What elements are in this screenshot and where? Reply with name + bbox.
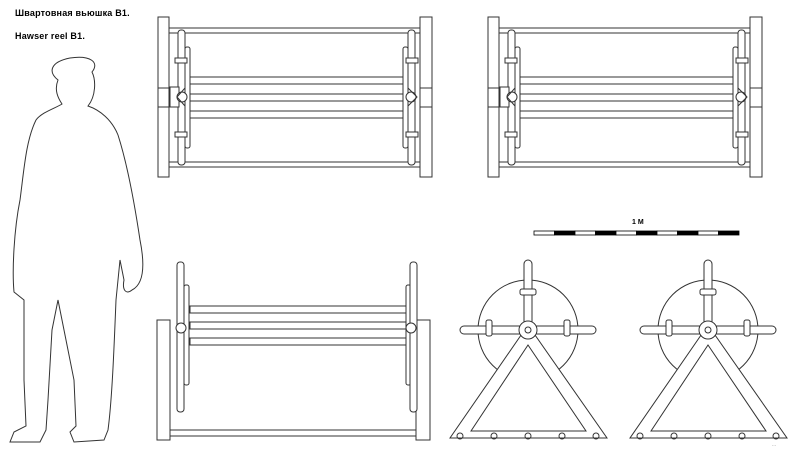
scale-bar-segment xyxy=(718,230,740,236)
scale-bar-segment xyxy=(656,230,678,236)
reel-end-view-2 xyxy=(629,259,788,440)
title-english: Hawser reel B1. xyxy=(15,31,86,41)
scale-bar-segment xyxy=(697,230,719,236)
human-silhouette-scale-figure xyxy=(9,56,144,443)
scale-bar xyxy=(533,230,740,236)
title-russian: Швартовная вьюшка В1. xyxy=(15,8,130,18)
scale-bar-segment xyxy=(595,230,617,236)
reel-top-view-2 xyxy=(487,16,763,178)
reel-side-elevation xyxy=(156,261,431,441)
scale-bar-segment xyxy=(677,230,699,236)
scale-bar-label: 1 M xyxy=(632,219,644,226)
scale-bar-segment xyxy=(636,230,658,236)
fine-print: … xyxy=(772,442,776,447)
scale-bar-segment xyxy=(554,230,576,236)
reel-top-view-1 xyxy=(157,16,433,178)
reel-end-view-1 xyxy=(449,259,608,440)
scale-bar-segment xyxy=(533,230,555,236)
scale-bar-segment xyxy=(574,230,596,236)
scale-bar-segment xyxy=(615,230,637,236)
